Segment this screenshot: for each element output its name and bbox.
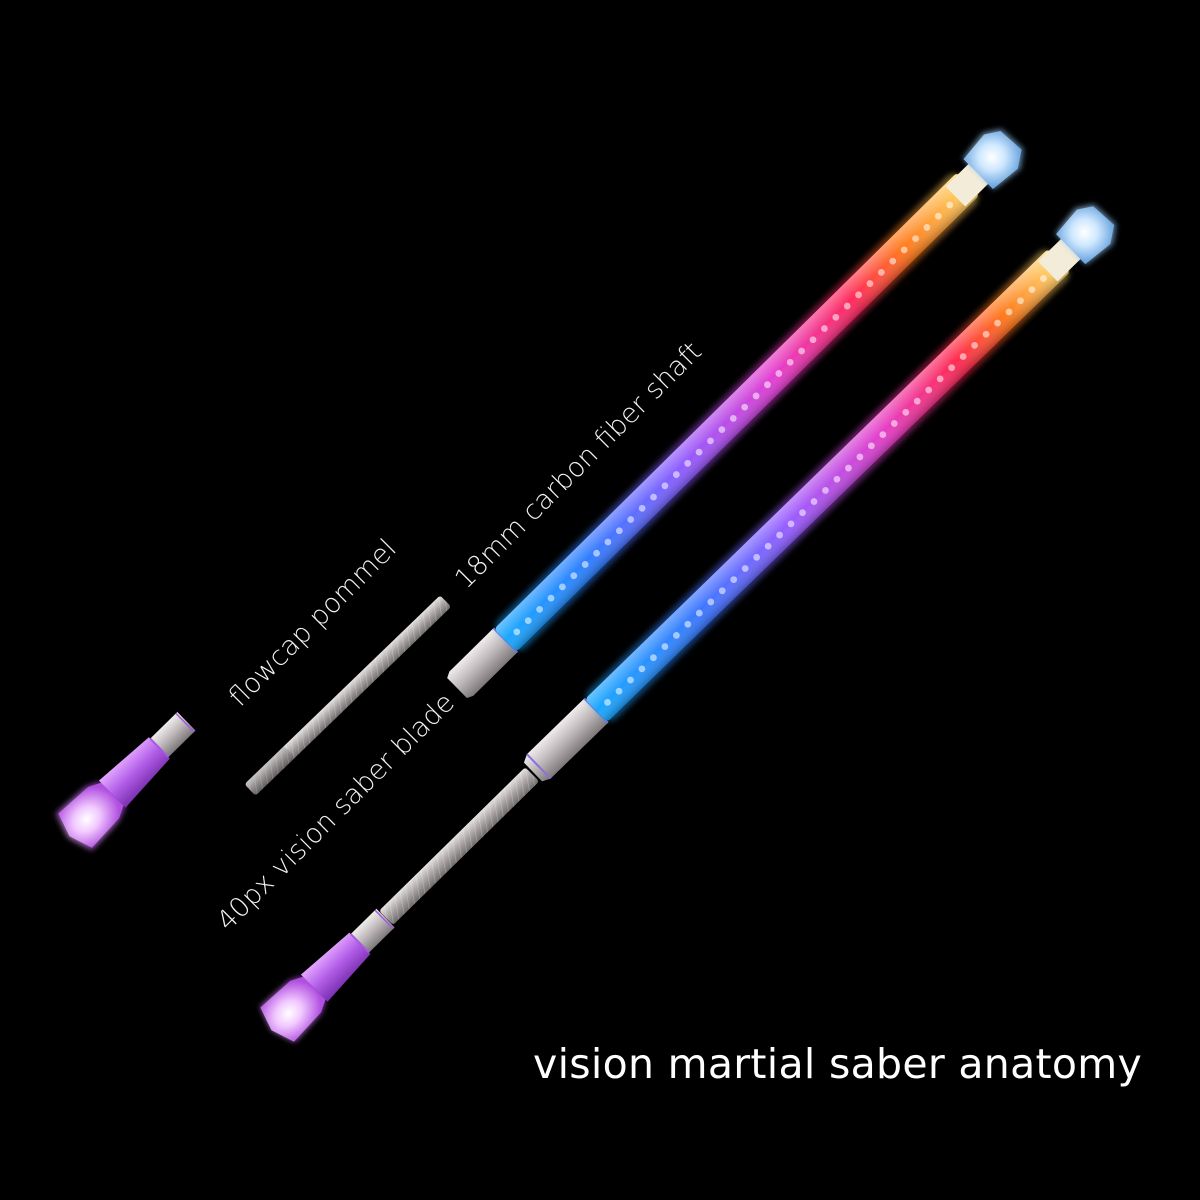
- led-pixels: [604, 263, 1059, 706]
- loose-carbon-fiber-shaft: [245, 596, 450, 795]
- assembled-vision-blade: [523, 204, 1117, 782]
- label-vision-saber-blade: 40px vision saber blade: [211, 687, 461, 937]
- loose-flowcap-pommel: [55, 712, 196, 851]
- label-flowcap-pommel: flowcap pommel: [223, 533, 403, 713]
- upper-vision-blade: [447, 128, 1024, 698]
- assembled-pommel: [259, 908, 395, 1043]
- lower-assembled-saber: [259, 204, 1117, 1043]
- page-title: vision martial saber anatomy: [533, 1040, 1143, 1088]
- assembled-carbon-shaft: [380, 768, 538, 924]
